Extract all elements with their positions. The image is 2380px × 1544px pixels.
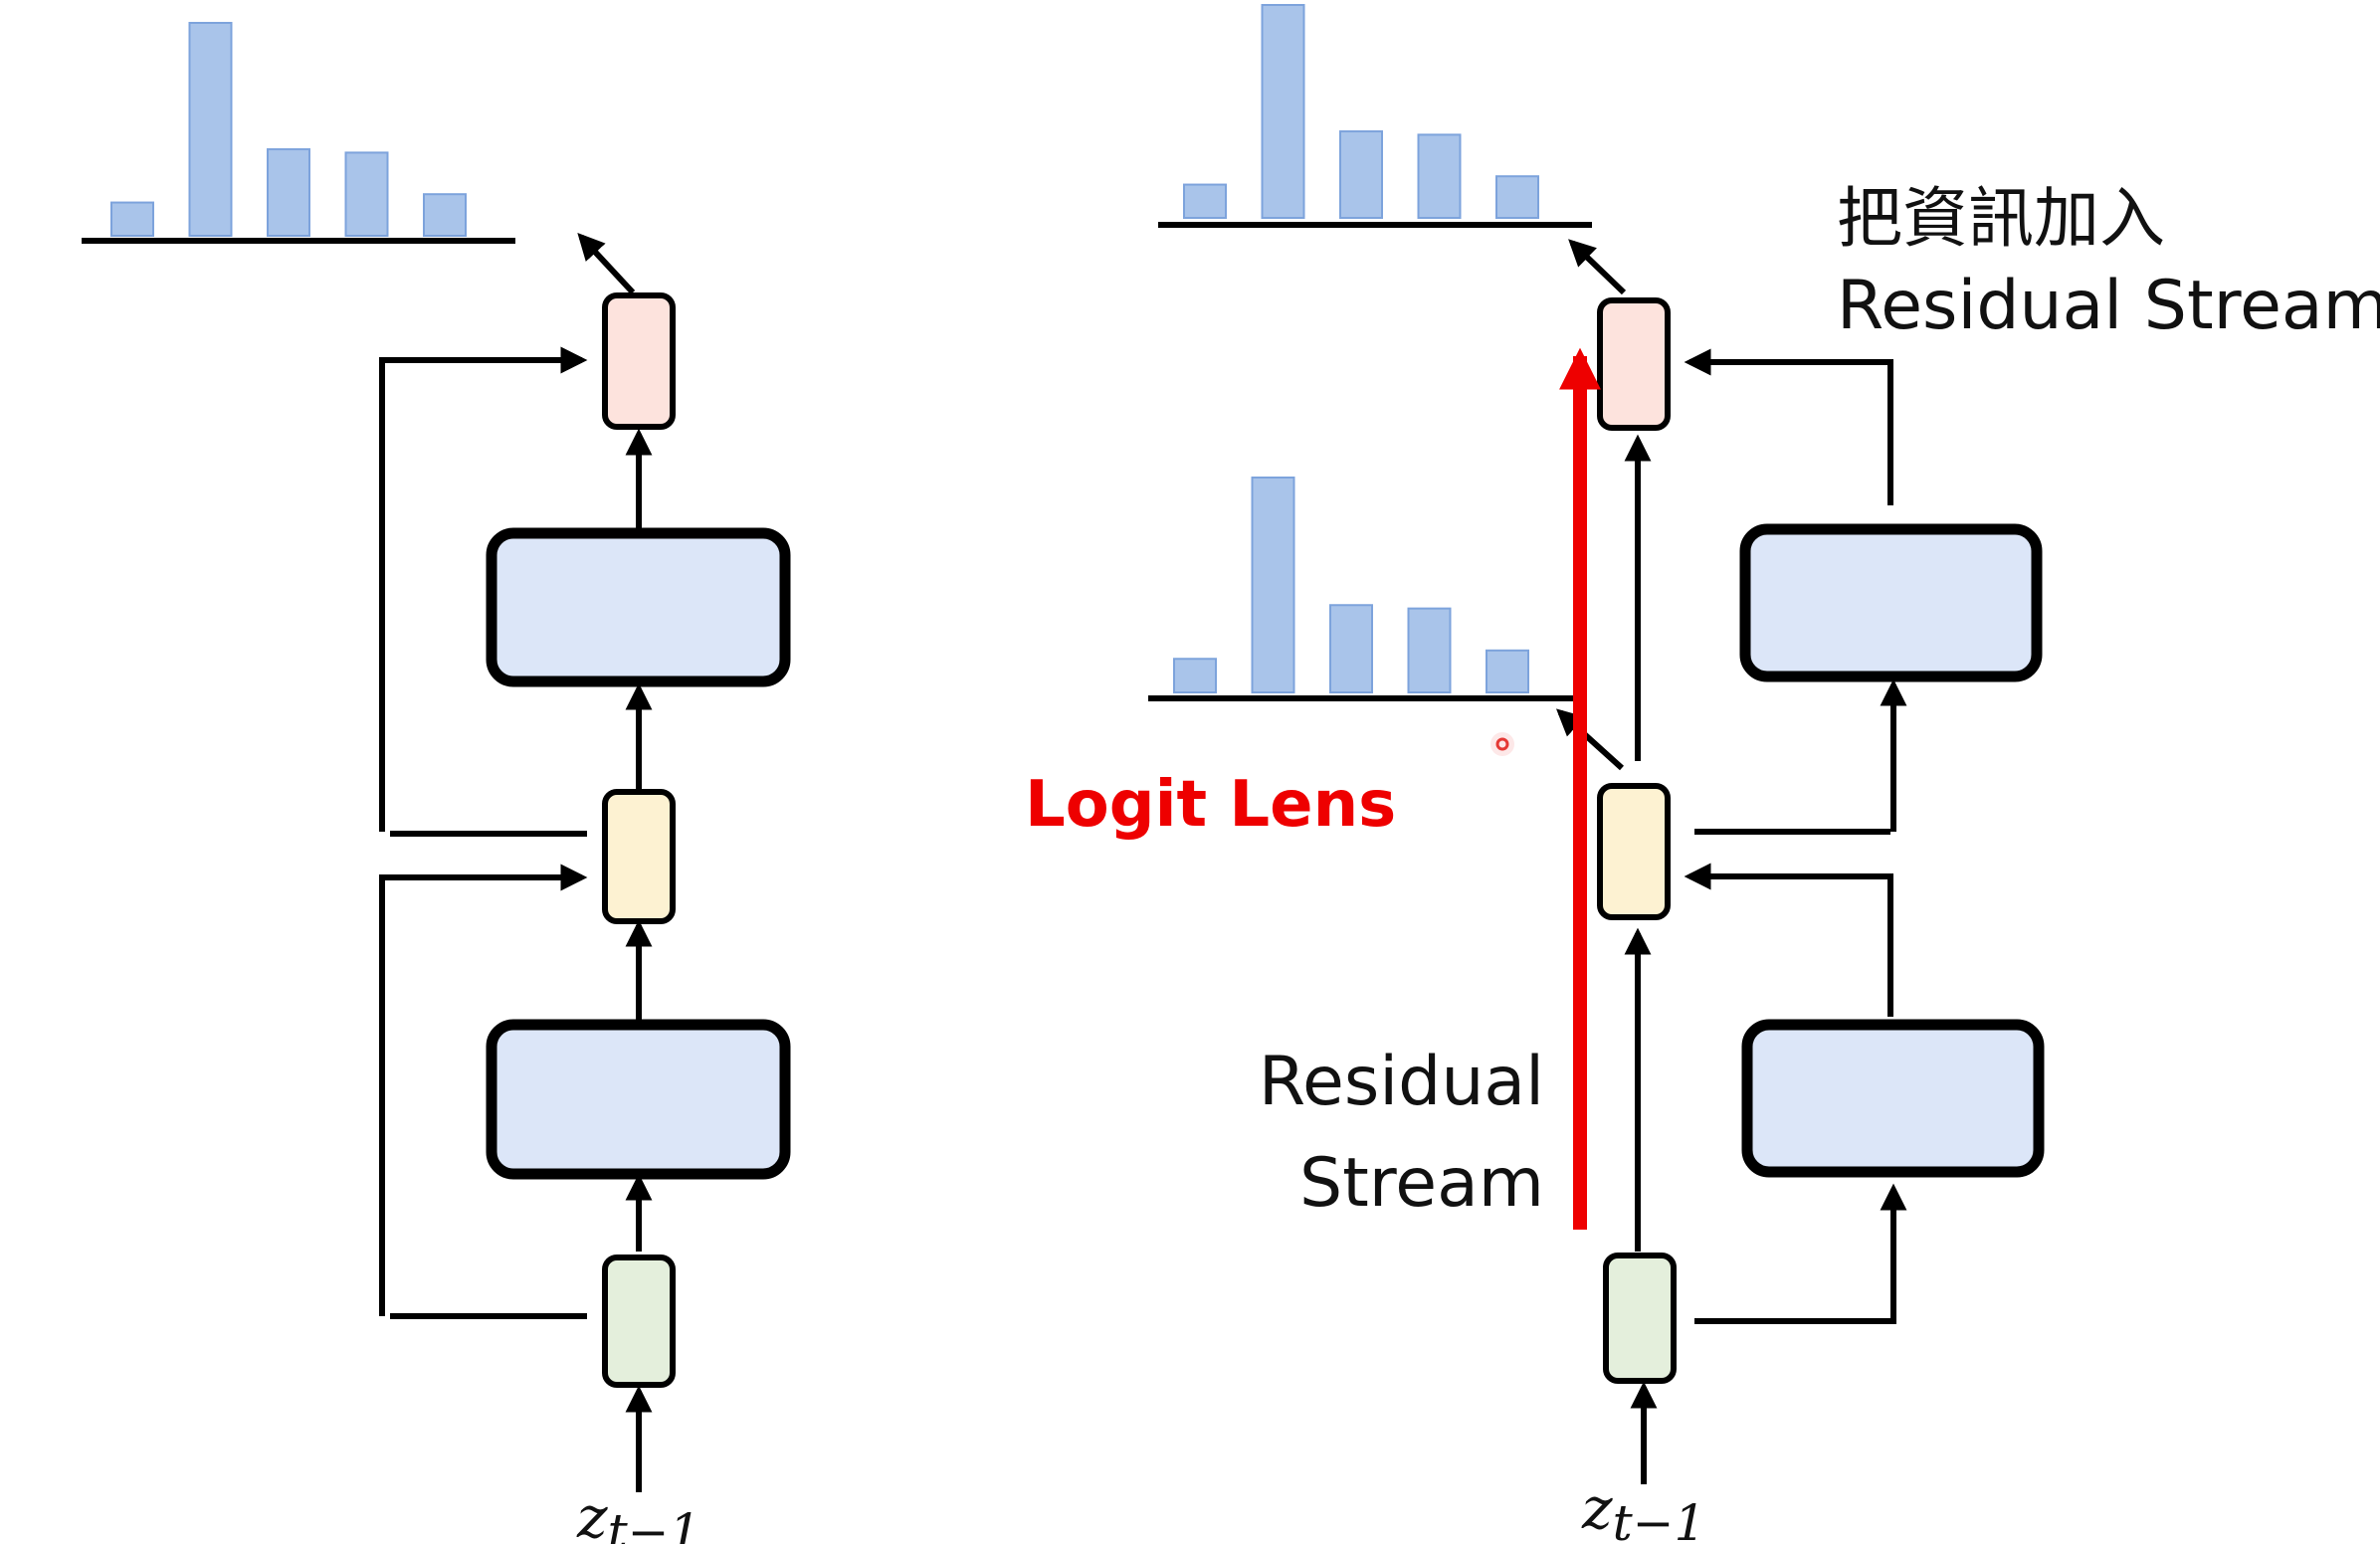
right-input-node (1603, 1253, 1677, 1384)
cursor-indicator-ring (1495, 737, 1509, 751)
residual-stream-label-1: Residual (1259, 1043, 1544, 1121)
annotation-line-2: Residual Stream (1837, 267, 2380, 345)
right-transformer-block-lower (1741, 1019, 2045, 1178)
right-arrow-to-top-distribution (1568, 239, 1627, 295)
distribution-bar (423, 193, 467, 237)
left-transformer-block-upper (486, 527, 791, 687)
annotation-line-1: 把資訊加入 (1837, 180, 2165, 257)
logit-lens-distribution (1173, 477, 1529, 693)
right-diagram: 把資訊加入 Residual Stream Residual Stream Lo… (1025, 4, 2380, 1544)
left-output-node (602, 292, 676, 430)
cursor-indicator (1490, 732, 1514, 756)
distribution-bar (1417, 133, 1462, 219)
distribution-bar (1251, 477, 1295, 693)
right-mid-node (1597, 783, 1671, 920)
left-output-distribution (110, 22, 467, 237)
right-output-distribution (1183, 4, 1539, 219)
distribution-bar (1173, 658, 1217, 693)
left-input-label: zt−1 (576, 1483, 700, 1544)
left-diagram: zt−1 (82, 22, 791, 1544)
left-arrow-to-distribution (577, 233, 636, 295)
distribution-bar (1183, 183, 1227, 219)
left-skip-path-lower (379, 864, 588, 1316)
right-skip-path-upper (1684, 348, 1893, 505)
right-transformer-block-upper (1739, 523, 2043, 682)
distribution-bar (344, 151, 389, 237)
right-input-label: zt−1 (1581, 1474, 1705, 1544)
distribution-bar (188, 22, 233, 237)
right-skip-path-lower (1684, 863, 1893, 1017)
distribution-bar (1407, 607, 1452, 693)
distribution-bar (1339, 130, 1383, 219)
logit-lens-arrow (1555, 708, 1625, 771)
distribution-bar (1486, 649, 1529, 693)
distribution-bar (1495, 175, 1539, 219)
distribution-bar (267, 148, 310, 237)
distribution-bar (110, 201, 154, 237)
left-input-node (602, 1254, 676, 1388)
left-mid-node (602, 789, 676, 924)
distribution-bar (1261, 4, 1305, 219)
distribution-bar (1329, 604, 1373, 693)
right-input-branch (1694, 1183, 1907, 1324)
logit-lens-label: Logit Lens (1025, 768, 1396, 842)
residual-stream-label-2: Stream (1299, 1144, 1544, 1223)
left-transformer-block-lower (486, 1019, 791, 1180)
left-skip-path-upper (379, 346, 588, 832)
right-output-node (1597, 297, 1671, 431)
